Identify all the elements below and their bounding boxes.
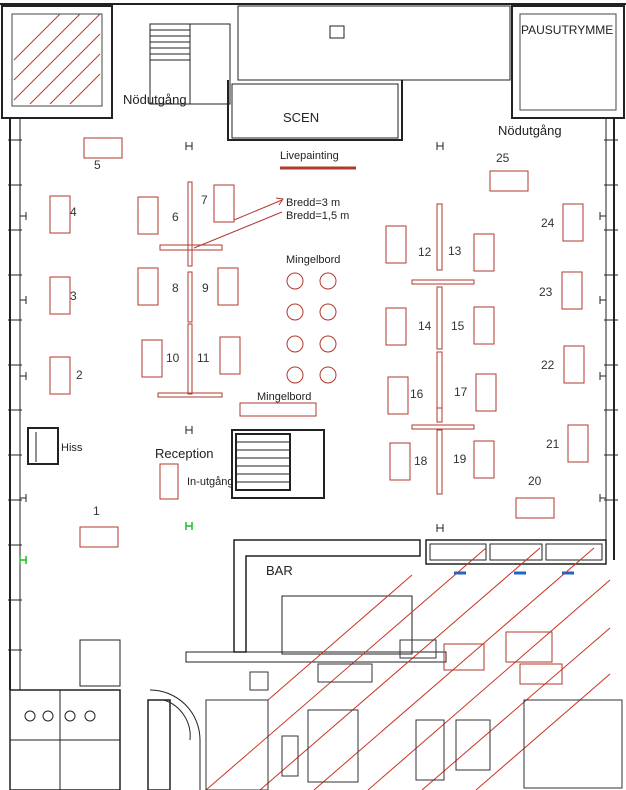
booth-23	[561, 271, 583, 310]
booth-number: 21	[546, 437, 560, 451]
central-stairwell	[231, 429, 325, 499]
booth-19	[473, 440, 495, 479]
booth-number: 8	[172, 281, 179, 295]
booth-number: 11	[197, 351, 210, 365]
emergency-exit-right-label: Nödutgång	[498, 123, 562, 138]
bar-label: BAR	[266, 563, 293, 578]
booth-18	[389, 442, 411, 481]
stage-label: SCEN	[283, 110, 320, 125]
booth-11	[219, 336, 241, 375]
mingelbord-tables	[286, 272, 337, 384]
booth-number: 14	[418, 319, 432, 333]
booth-number: 7	[201, 193, 208, 207]
booth-number: 18	[414, 454, 428, 468]
emergency-exit-left-label: Nödutgång	[123, 92, 187, 107]
booth-10	[141, 339, 163, 378]
booth-number: 15	[451, 319, 465, 333]
stairs-top-left	[149, 23, 231, 105]
bar-area	[185, 539, 607, 663]
booth-24	[562, 203, 584, 242]
booth-number: 22	[541, 358, 555, 372]
booth-number: 24	[541, 216, 555, 230]
booths	[49, 137, 589, 548]
booth-number: 3	[70, 289, 77, 303]
booth-number: 2	[76, 368, 83, 382]
corner-room-right	[511, 5, 625, 119]
booth-number: 5	[94, 158, 101, 172]
booth-number: 19	[453, 452, 467, 466]
booth-12	[385, 225, 407, 264]
booth-number: 9	[202, 281, 209, 295]
mingelbord-table	[239, 402, 317, 417]
booth-8	[137, 267, 159, 306]
outer-walls	[0, 3, 626, 690]
booth-number: 25	[496, 151, 510, 165]
booth-7	[213, 184, 235, 223]
spiral-stair	[147, 689, 201, 790]
booth-number: 1	[93, 504, 100, 518]
kitchen-hatch	[205, 547, 611, 790]
booth-16	[387, 376, 409, 415]
dividers	[157, 181, 475, 495]
booth-17	[475, 373, 497, 412]
dimension-arrows	[193, 197, 284, 249]
width-3m-label: Bredd=3 m	[286, 197, 341, 209]
booth-4	[49, 195, 71, 234]
booth-25	[489, 170, 529, 192]
livepainting-label: Livepainting	[280, 150, 339, 162]
entrance-exit-label: In-utgång	[187, 476, 234, 488]
booth-21	[567, 424, 589, 463]
booth-5	[83, 137, 123, 159]
width-1-5m-label: Bredd=1,5 m	[286, 210, 350, 222]
booth-13	[473, 233, 495, 272]
booth-3	[49, 276, 71, 315]
booth-14	[385, 307, 407, 346]
window-ticks-right	[604, 139, 618, 501]
booth-number: 4	[70, 205, 77, 219]
reception-label: Reception	[155, 446, 214, 461]
pausutrymme-label: PAUSUTRYMME	[521, 23, 614, 37]
booth-number: 10	[166, 351, 180, 365]
booth-number: 16	[410, 387, 424, 401]
kitchen-equipment	[205, 631, 623, 790]
booth-22	[563, 345, 585, 384]
booth-9	[217, 267, 239, 306]
bottom-left-rooms	[9, 639, 121, 790]
booth-2	[49, 356, 71, 395]
booth-1	[79, 526, 119, 548]
mingle-table-bar-label: Mingelbord	[257, 391, 312, 403]
reception-desk	[159, 463, 179, 500]
mingle-tables-label: Mingelbord	[286, 254, 341, 266]
elevator	[27, 427, 59, 465]
column-markers	[19, 142, 607, 532]
booth-15	[473, 306, 495, 345]
booth-number: 13	[448, 244, 462, 258]
booth-6	[137, 196, 159, 235]
stage-area	[227, 5, 511, 141]
booth-20	[515, 497, 555, 519]
booth-number: 23	[539, 285, 553, 299]
booth-number: 17	[454, 385, 468, 399]
green-markers	[19, 522, 193, 564]
elevator-label: Hiss	[61, 442, 83, 454]
booth-number: 12	[418, 245, 432, 259]
corner-room-left	[1, 5, 113, 119]
booth-number: 20	[528, 474, 542, 488]
booth-number: 6	[172, 210, 179, 224]
